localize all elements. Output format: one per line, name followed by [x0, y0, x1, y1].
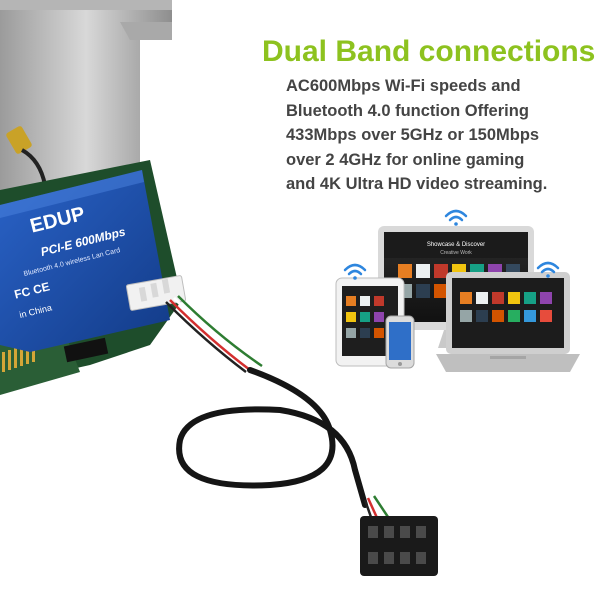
- wifi-icon-right: [536, 261, 560, 278]
- phone: [385, 315, 415, 369]
- blurb-line: and 4K Ultra HD video streaming.: [286, 175, 548, 193]
- blurb-line: 433Mbps over 5GHz or 150Mbps: [286, 126, 540, 144]
- blurb-line: over 2 4GHz for online gaming: [286, 150, 525, 169]
- usb-cable-loop: [176, 367, 368, 508]
- wifi-icon: [444, 209, 468, 226]
- screen-heading: Showcase & Discover: [427, 242, 485, 248]
- usb-header-connector: [360, 516, 438, 576]
- headline: Dual Band connections: [262, 35, 596, 68]
- cable-wires-top: [165, 295, 263, 373]
- antenna-cable: [6, 126, 47, 186]
- wifi-icon-left: [343, 263, 367, 280]
- screen-subheading: Creative Work: [440, 250, 472, 256]
- pcie-bracket: [0, 0, 172, 198]
- blurb-line: Bluetooth 4.0 function Offering: [286, 101, 529, 120]
- blurb-line: AC600Mbps Wi-Fi speeds and: [286, 77, 521, 95]
- wireless-module-card: EDUP PCI-E 600Mbps Bluetooth 4.0 wireles…: [0, 170, 170, 352]
- feature-blurb: AC600Mbps Wi-Fi speeds and Bluetooth 4.0…: [286, 74, 586, 197]
- laptop: [436, 272, 580, 372]
